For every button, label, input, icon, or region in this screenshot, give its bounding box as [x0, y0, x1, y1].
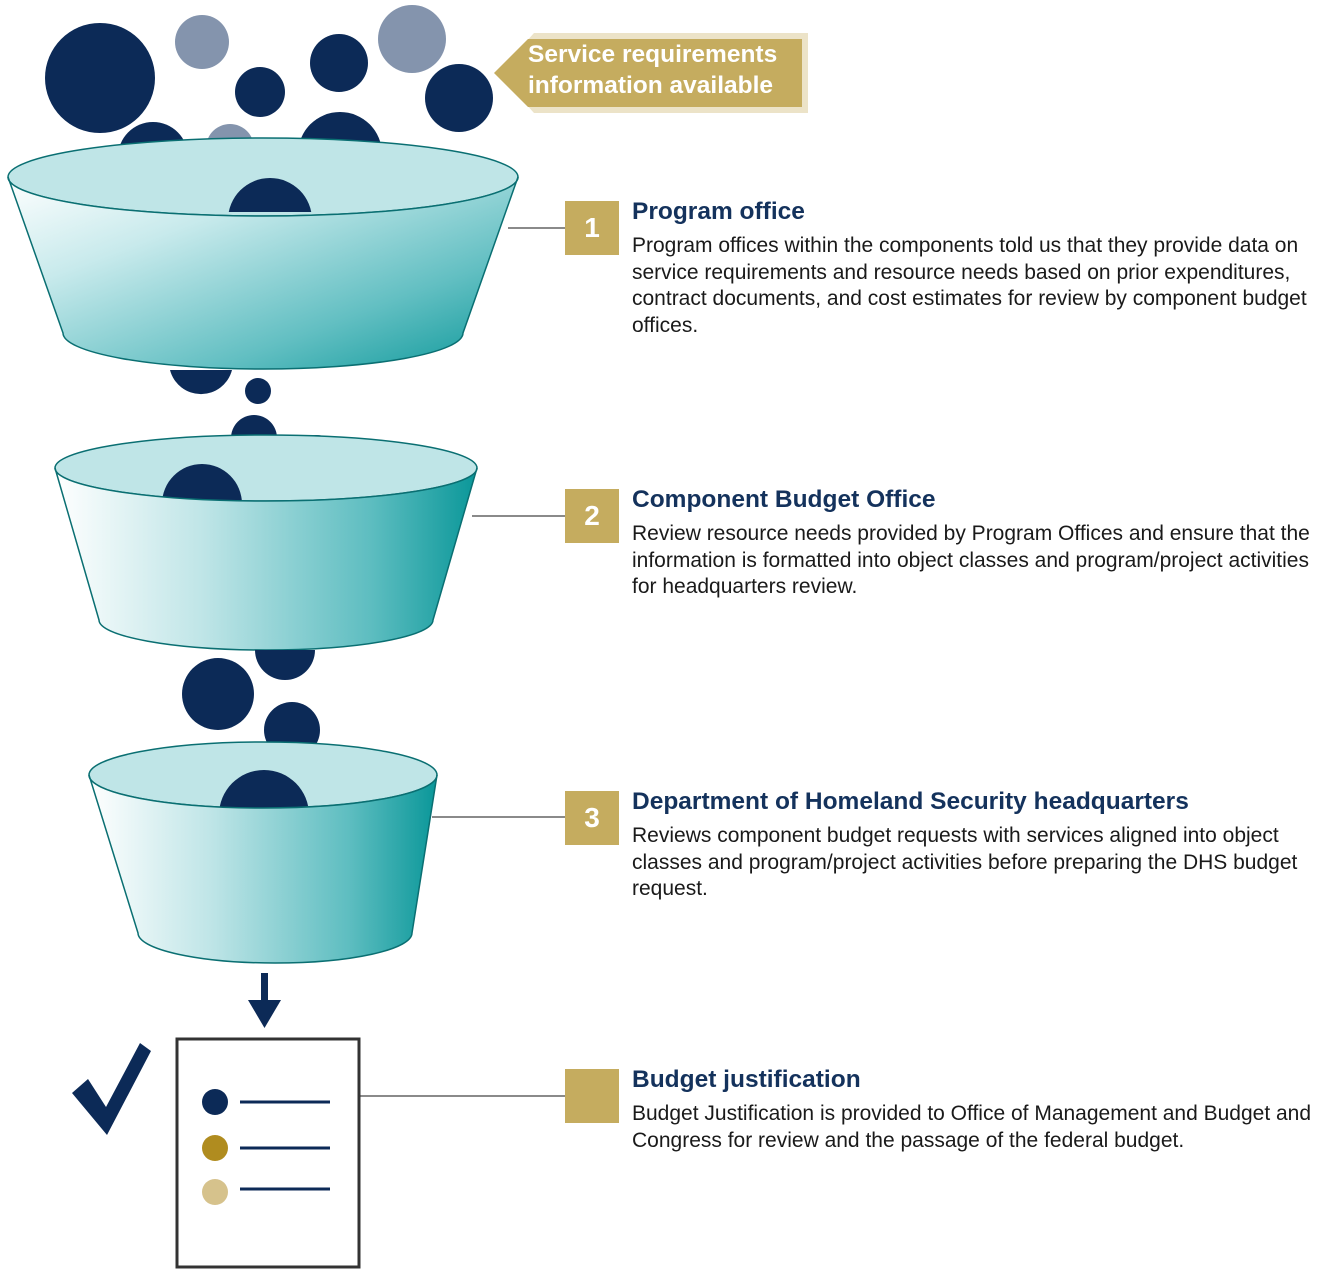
connector-lines	[360, 227, 565, 1097]
step-body: Program offices within the components to…	[632, 234, 1307, 337]
bubble	[425, 64, 493, 132]
step-title: Department of Homeland Security headquar…	[632, 788, 1189, 815]
funnel-3	[88, 741, 438, 964]
funnel-1	[7, 137, 519, 370]
bubble	[45, 23, 155, 133]
document-icon	[175, 1037, 361, 1269]
step-body: Review resource needs provided by Progra…	[632, 522, 1310, 599]
bullet-gold	[202, 1135, 228, 1161]
bubble	[310, 34, 368, 92]
funnel-body	[7, 176, 519, 370]
step-title: Budget justification	[632, 1066, 861, 1093]
bubble	[235, 67, 285, 117]
step-badge-2: 2	[565, 489, 619, 543]
bubble	[228, 178, 312, 212]
step-badge-4	[565, 1069, 619, 1123]
funnel-2	[54, 434, 478, 651]
down-arrow-icon	[248, 973, 281, 1028]
bubble	[162, 464, 242, 501]
bubble	[170, 370, 232, 395]
bullet-light-gold	[202, 1179, 228, 1205]
banner-arrow	[494, 33, 808, 113]
bubble	[255, 650, 315, 680]
step-body: Budget Justification is provided to Offi…	[632, 1102, 1312, 1152]
step-title: Program office	[632, 198, 805, 225]
banner-line-1: Service requirements	[528, 41, 778, 68]
step-dhs-headquarters: Department of Homeland Security headquar…	[632, 788, 1322, 903]
funnel-body	[88, 774, 438, 964]
step-badge-1: 1	[565, 201, 619, 255]
bubble	[378, 5, 446, 73]
funnel-body	[54, 467, 478, 651]
step-title: Component Budget Office	[632, 486, 936, 513]
bubble	[219, 770, 309, 808]
banner-label: Service requirements information availab…	[528, 39, 798, 107]
bullet-navy	[202, 1089, 228, 1115]
bubble	[182, 658, 254, 730]
step-badge-3: 3	[565, 791, 619, 845]
step-body: Reviews component budget requests with s…	[632, 824, 1298, 901]
banner-line-2: information available	[528, 72, 774, 99]
step-budget-justification: Budget justification Budget Justificatio…	[632, 1066, 1322, 1154]
step-component-budget-office: Component Budget Office Review resource …	[632, 486, 1322, 601]
bubble	[245, 378, 271, 404]
checkmark-icon	[72, 1043, 151, 1135]
bubble	[175, 15, 229, 69]
step-program-office: Program office Program offices within th…	[632, 198, 1322, 339]
